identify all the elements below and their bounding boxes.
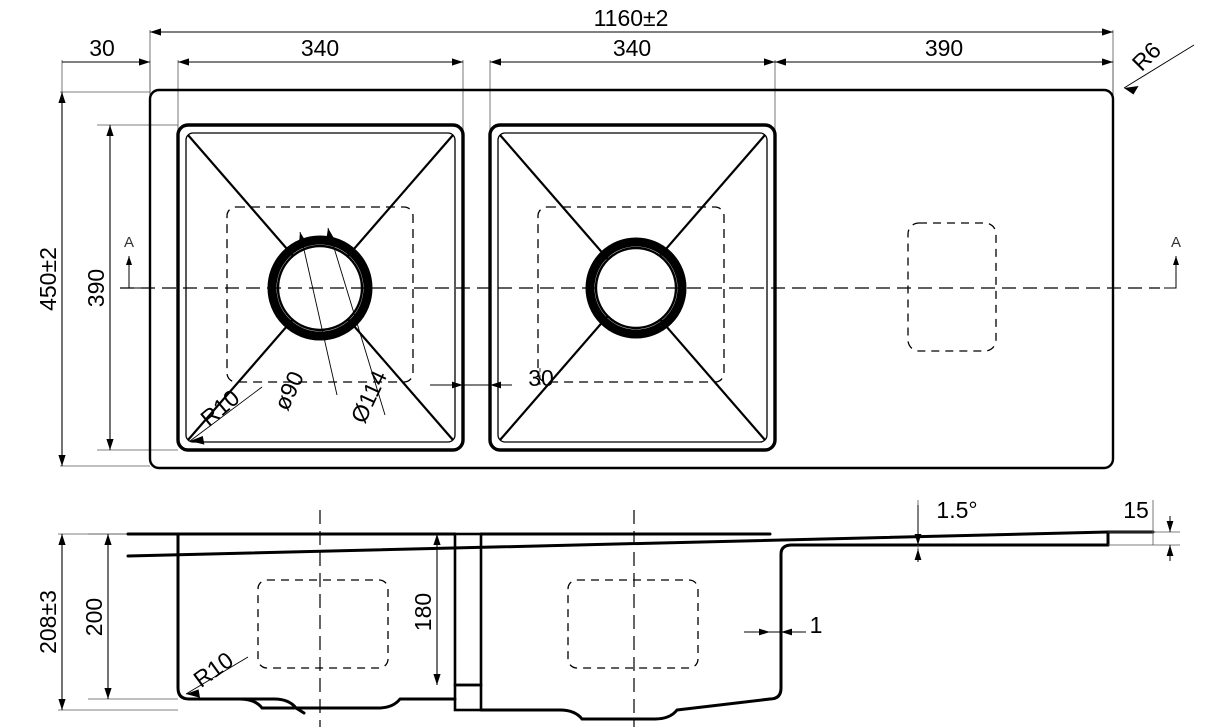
extension-lines-left — [60, 91, 178, 467]
dimension-thickness: 1 — [744, 612, 822, 638]
drainer-dashed-outline — [907, 222, 997, 352]
label-section-a-right: A — [1171, 234, 1181, 251]
label-dia90: ø90 — [269, 367, 309, 414]
label-thickness: 1 — [810, 612, 823, 638]
leader-r10-top: R10 — [189, 384, 263, 445]
dimension-bowl-gap: 30 — [430, 365, 554, 391]
label-left-margin: 30 — [89, 35, 115, 61]
label-slope: 1.5° — [936, 497, 977, 523]
label-bowl-gap: 30 — [528, 365, 554, 391]
section-dashed-bowl1 — [257, 579, 389, 669]
dimension-section-height: 208±3 — [35, 534, 66, 710]
label-drainer-width: 390 — [925, 35, 963, 61]
label-bowl-depth: 390 — [83, 269, 109, 307]
centerlines-vertical-section — [319, 510, 635, 727]
section-profile-bowl2 — [479, 532, 772, 721]
section-marker-right: A — [1164, 234, 1181, 289]
label-r10-section: R10 — [189, 647, 238, 693]
label-dia114: Ø114 — [345, 366, 392, 427]
section-profile-left — [126, 532, 306, 715]
dimension-overall-width: 1160±2 — [150, 5, 1113, 36]
extension-lines-top — [61, 30, 1114, 130]
label-overall-depth: 450±2 — [35, 247, 61, 311]
leader-r10-section: R10 — [185, 647, 249, 698]
dimension-chain-top: 30 340 340 390 — [62, 35, 1113, 66]
bowl-left-bottom-outline — [226, 206, 414, 383]
dimension-drainer-edge: 15 — [1123, 497, 1174, 561]
section-profile-bowl1 — [176, 532, 457, 710]
label-drainer-edge: 15 — [1123, 497, 1149, 523]
leader-r6: R6 — [1123, 37, 1195, 95]
label-bowl1-width: 340 — [301, 35, 339, 61]
section-profile-right-wall — [768, 543, 1110, 701]
section-marker-left: A — [124, 234, 141, 289]
label-bowl2-width: 340 — [613, 35, 651, 61]
extension-lines-section — [58, 533, 178, 711]
dimension-slope: 1.5° — [914, 497, 978, 562]
label-r6: R6 — [1127, 37, 1166, 76]
section-dashed-bowl2 — [567, 579, 699, 669]
dimension-overall-depth: 450±2 — [35, 92, 66, 466]
label-section-a-left: A — [124, 234, 134, 251]
label-section-height: 208±3 — [35, 590, 61, 654]
bowl-right-bottom-outline — [537, 206, 725, 383]
section-profile-drainer — [126, 530, 1155, 558]
section-divider — [453, 532, 483, 712]
dimension-bowl-height: 200 — [81, 534, 112, 699]
sink-outer-outline — [148, 88, 1115, 470]
label-overall-width: 1160±2 — [594, 5, 669, 31]
dimension-divider-height: 180 — [410, 534, 441, 685]
label-divider-height: 180 — [410, 593, 436, 631]
dimension-bowl-depth: 390 — [83, 125, 114, 450]
label-bowl-height: 200 — [81, 598, 107, 636]
